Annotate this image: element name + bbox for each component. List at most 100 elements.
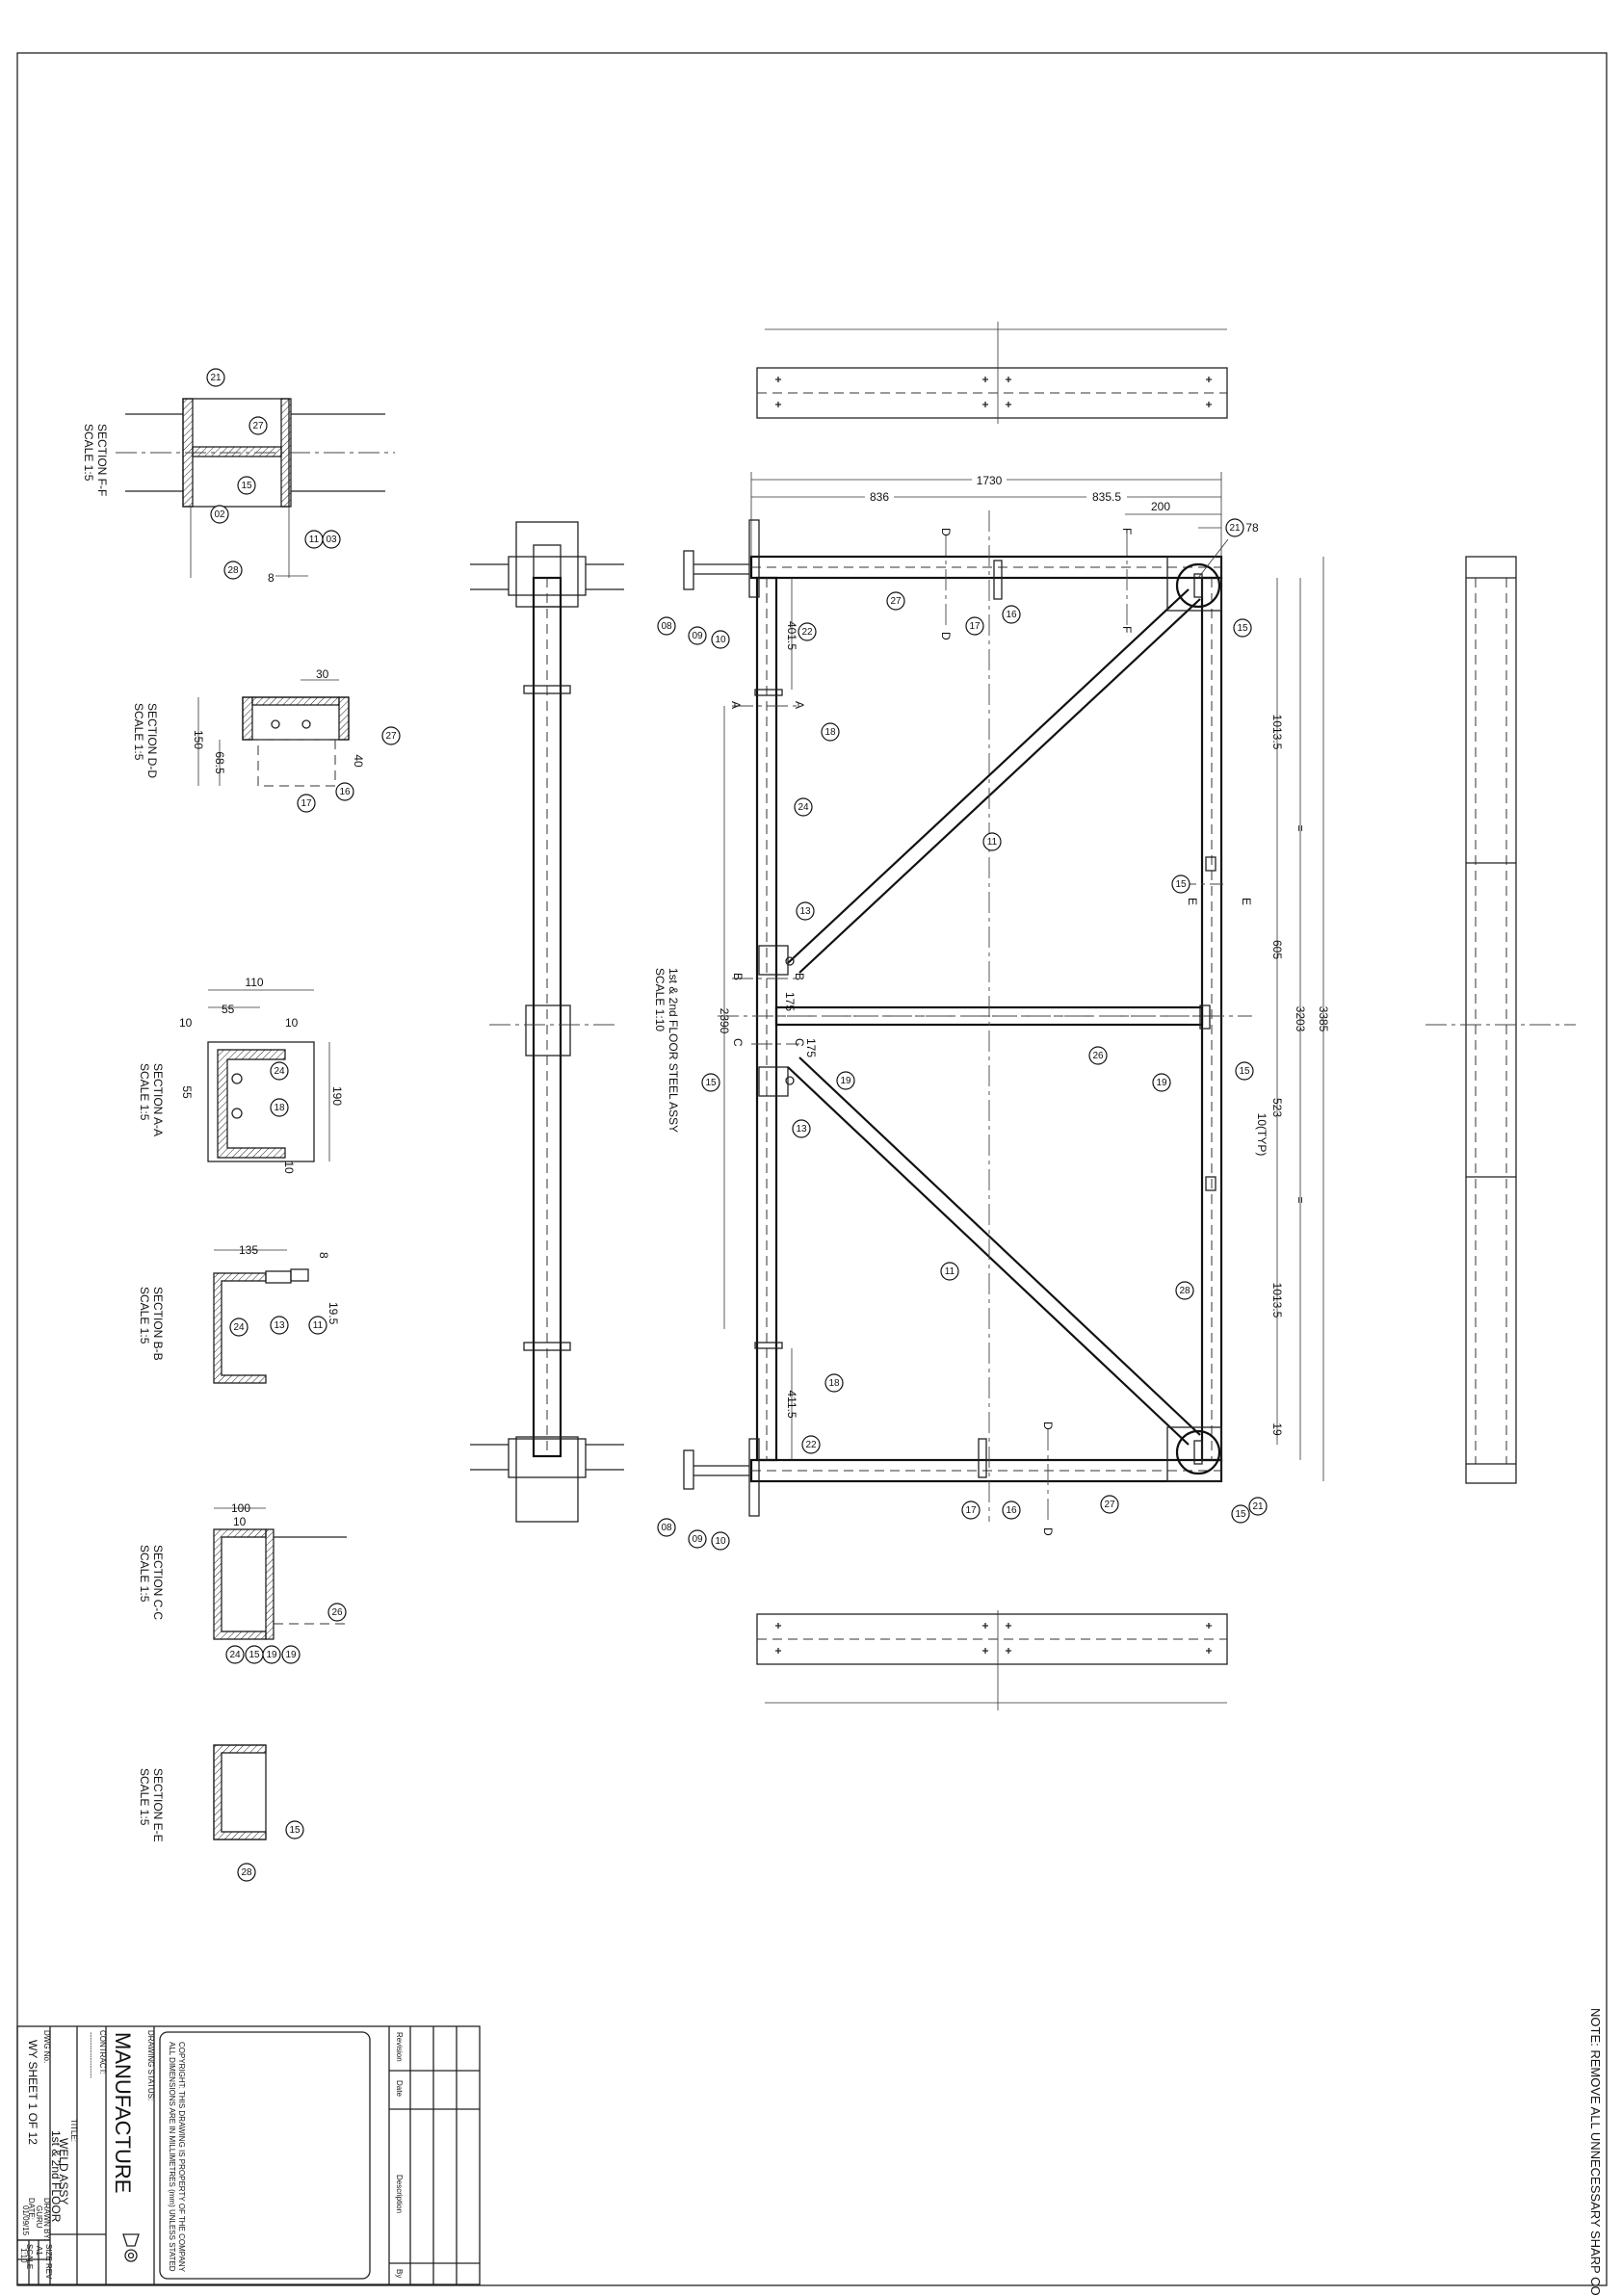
svg-text:15: 15 [1239, 1066, 1250, 1077]
svg-text:10: 10 [233, 1515, 247, 1528]
svg-text:10: 10 [179, 1016, 193, 1030]
top-plan-strip [756, 322, 1228, 424]
svg-text:SECTION C-C: SECTION C-C [151, 1545, 165, 1620]
svg-text:10: 10 [715, 1536, 726, 1547]
svg-text:09: 09 [692, 631, 703, 641]
svg-text:16: 16 [1006, 1505, 1017, 1516]
svg-text:175: 175 [804, 1038, 818, 1057]
corner-tube-top [1166, 556, 1222, 612]
svg-text:21: 21 [210, 373, 222, 383]
svg-text:17: 17 [301, 798, 312, 809]
svg-text:110: 110 [245, 976, 263, 989]
svg-text:411.5: 411.5 [785, 1390, 798, 1418]
svg-text:401.5: 401.5 [785, 621, 798, 650]
svg-text:A: A [793, 701, 806, 709]
side-elevation-left [470, 521, 624, 1523]
svg-text:DWG No.: DWG No. [42, 2030, 51, 2063]
svg-text:15: 15 [289, 1825, 301, 1836]
svg-text:15: 15 [249, 1650, 260, 1660]
svg-text:19: 19 [1270, 1422, 1284, 1436]
svg-text:10: 10 [715, 635, 726, 645]
svg-text:100: 100 [231, 1501, 250, 1515]
svg-text:19.5: 19.5 [327, 1302, 340, 1325]
svg-text:19: 19 [840, 1076, 851, 1086]
svg-text:B: B [793, 973, 806, 980]
svg-text:08: 08 [661, 621, 672, 632]
svg-text:B: B [731, 973, 745, 980]
main-dimensions: 1730 836 835.5 200 78 3385 3203 1013.5 1… [718, 472, 1330, 1481]
svg-text:Description: Description [395, 2175, 404, 2213]
svg-text:28: 28 [227, 565, 239, 576]
svg-text:1013.5: 1013.5 [1270, 715, 1284, 750]
svg-text:REV: REV [44, 2263, 53, 2280]
end-plate-bottom [683, 1438, 760, 1517]
svg-text:605: 605 [1270, 940, 1284, 959]
svg-text:836: 836 [870, 490, 889, 504]
svg-text:55: 55 [222, 1003, 235, 1016]
svg-text:835.5: 835.5 [1092, 490, 1121, 504]
svg-text:15: 15 [241, 481, 252, 491]
svg-text:F: F [1120, 626, 1134, 633]
svg-text:A1: A1 [35, 2246, 43, 2256]
svg-text:8: 8 [268, 571, 275, 585]
svg-text:SCALE 1:5: SCALE 1:5 [82, 424, 95, 482]
section-ee-view: 15 28 SECTION E-E SCALE 1:5 [138, 1744, 304, 1882]
svg-text:CONTRACT:: CONTRACT: [98, 2030, 107, 2074]
svg-text:26: 26 [331, 1607, 343, 1618]
section-bb-view: 135 8 19.5 24 13 11 SECTION B-B SCALE 1:… [138, 1243, 340, 1384]
svg-text:15: 15 [705, 1078, 717, 1088]
svg-text:E: E [1186, 898, 1199, 905]
svg-text:D: D [1041, 1422, 1055, 1430]
section-markers: D D F F D D E E A A B B C C [729, 528, 1253, 1536]
svg-text:10: 10 [285, 1016, 299, 1030]
svg-text:SECTION B-B: SECTION B-B [151, 1287, 165, 1361]
svg-text:55: 55 [180, 1085, 194, 1099]
main-frame-view [683, 510, 1252, 1522]
svg-text:=: = [1294, 824, 1307, 831]
svg-text:COPYRIGHT: THIS DRAWING IS PRO: COPYRIGHT: THIS DRAWING IS PROPERTY OF T… [177, 2042, 186, 2273]
corner-tube-bottom [1166, 1426, 1222, 1482]
main-view-scale: SCALE 1:10 [653, 968, 667, 1031]
svg-text:10: 10 [282, 1161, 296, 1174]
svg-text:02: 02 [214, 509, 225, 520]
svg-text:19: 19 [1156, 1078, 1167, 1088]
svg-text:01/09/15: 01/09/15 [21, 2205, 30, 2236]
svg-text:11: 11 [945, 1266, 955, 1277]
svg-text:SIZE: SIZE [44, 2244, 53, 2261]
svg-text:DATE:: DATE: [27, 2198, 36, 2220]
svg-text:150: 150 [192, 730, 205, 749]
sharp-corners-note: NOTE: REMOVE ALL UNNECESSARY SHARP CORNE… [1588, 2008, 1603, 2296]
svg-text:WELD ASSY: WELD ASSY [57, 2138, 70, 2205]
svg-text:By: By [395, 2269, 404, 2278]
projection-symbol-icon [122, 2233, 140, 2262]
end-plate-top [683, 519, 760, 598]
svg-text:22: 22 [801, 627, 813, 638]
svg-text:3203: 3203 [1294, 1006, 1307, 1032]
svg-text:8: 8 [317, 1252, 330, 1259]
bottom-plan-strip [756, 1610, 1228, 1710]
svg-text:13: 13 [796, 1124, 807, 1135]
svg-text:19: 19 [285, 1650, 297, 1660]
svg-text:18: 18 [828, 1378, 840, 1389]
svg-text:27: 27 [252, 421, 264, 431]
svg-text:09: 09 [692, 1534, 703, 1545]
svg-text:11: 11 [313, 1320, 324, 1331]
svg-text:30: 30 [316, 667, 329, 681]
svg-text:08: 08 [661, 1523, 672, 1533]
svg-text:24: 24 [233, 1322, 245, 1333]
svg-text:17: 17 [969, 621, 981, 632]
svg-text:27: 27 [890, 596, 902, 607]
svg-text:-: - [35, 2267, 43, 2270]
svg-text:1730: 1730 [977, 474, 1003, 487]
svg-text:28: 28 [241, 1867, 252, 1878]
diagonal-braces [787, 588, 1201, 1446]
svg-text:190: 190 [330, 1086, 344, 1106]
svg-text:ALL DIMENSIONS ARE IN MILLIMET: ALL DIMENSIONS ARE IN MILLIMETRES (mm) U… [168, 2042, 176, 2272]
svg-text:21: 21 [1252, 1501, 1264, 1512]
svg-text:16: 16 [1006, 610, 1017, 620]
svg-text:TITLE:: TITLE: [69, 2119, 78, 2142]
svg-text:C: C [793, 1038, 806, 1047]
svg-text:16: 16 [339, 787, 351, 797]
svg-text:=: = [1294, 1196, 1307, 1203]
